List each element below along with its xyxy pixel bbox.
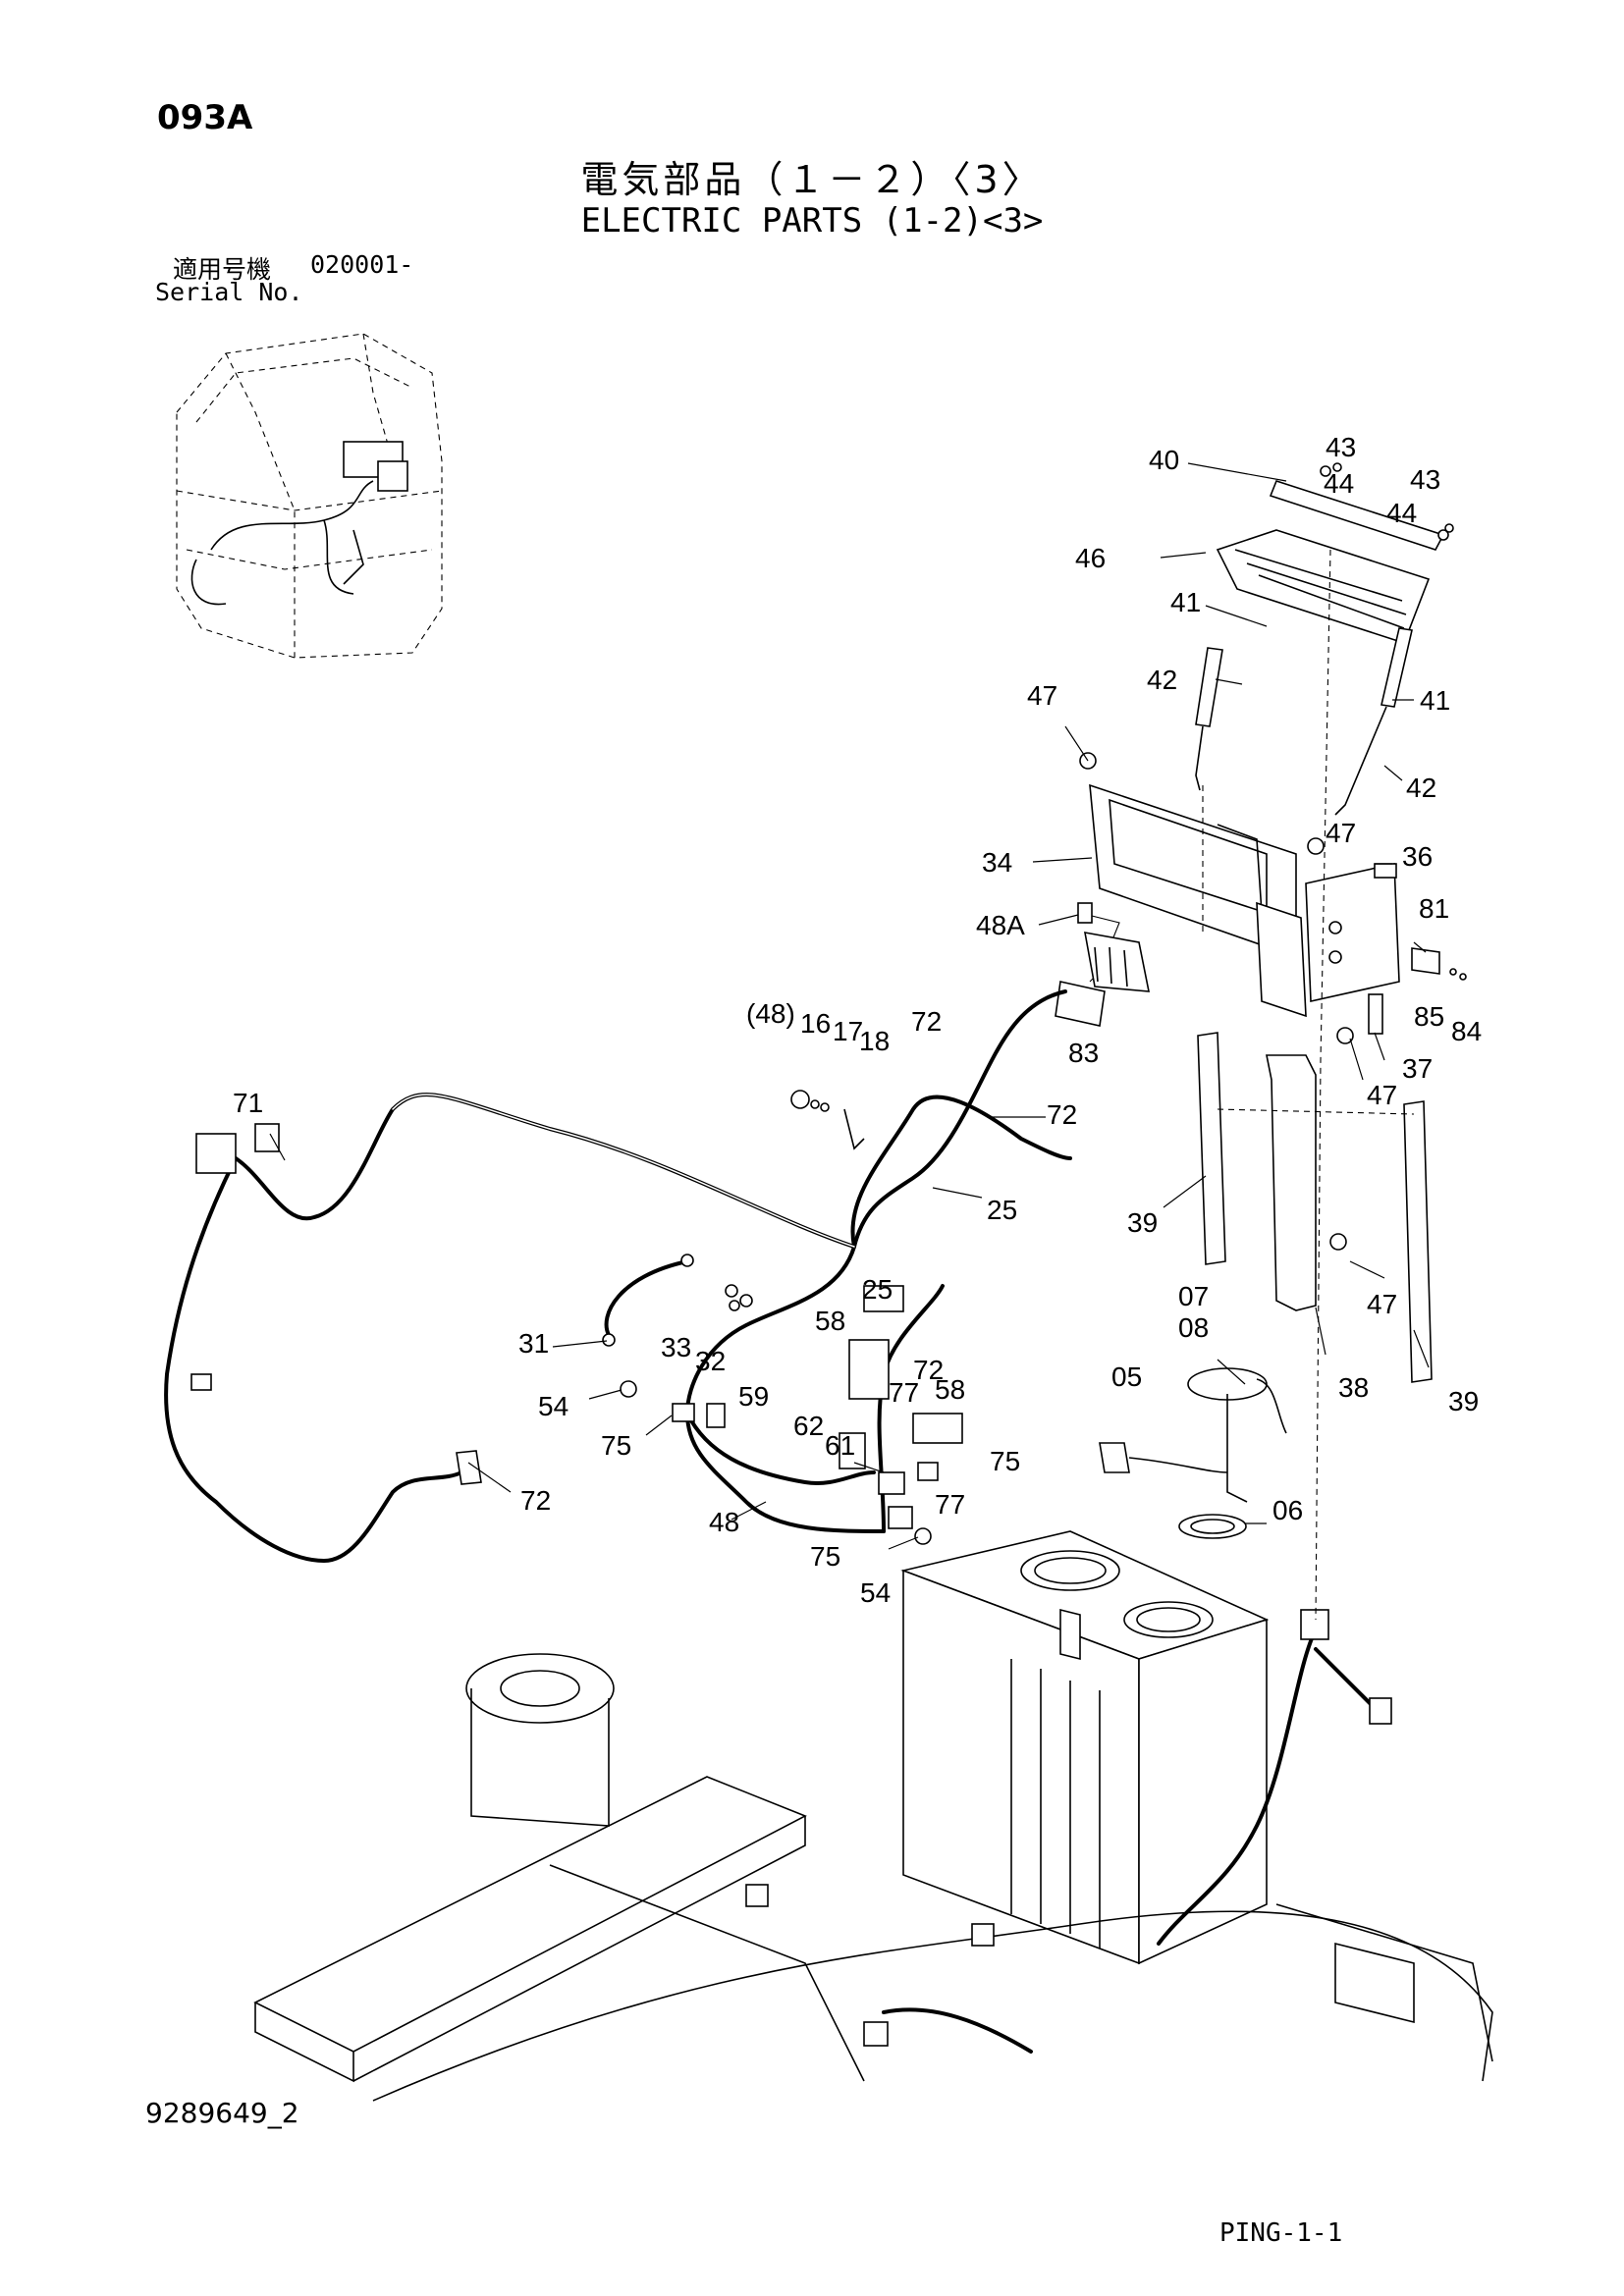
callout: 39 [1448,1386,1479,1416]
callout: 05 [1111,1362,1142,1392]
callout: 43 [1326,432,1356,462]
document-number: 9289649_2 [145,2097,299,2129]
callout: 75 [601,1430,631,1461]
callout: 72 [520,1485,551,1516]
callout: 44 [1324,468,1354,499]
callout: 16 [800,1008,831,1039]
ground-cable-hardware [602,1090,932,1545]
callout: 36 [1402,841,1433,872]
callout-labels: 40 43 44 43 44 46 41 42 41 42 47 47 36 3… [233,432,1482,1608]
callout: 44 [1386,498,1417,528]
callout: 46 [1075,543,1106,573]
callout: 83 [1068,1038,1099,1068]
callout: 77 [935,1489,965,1520]
callout: 43 [1410,464,1440,495]
upperstructure-frame [253,1609,1493,2102]
serial-label-english: Serial No. [155,278,303,306]
callout: 38 [1338,1372,1369,1403]
callout: 75 [810,1541,840,1572]
title-japanese: 電気部品（１－２）〈3〉 [580,158,1044,201]
callout: 25 [862,1274,893,1305]
callout: 06 [1272,1495,1303,1525]
fuel-level-sender [1099,1367,1287,1539]
callout: 41 [1420,685,1450,716]
callout: 37 [1402,1053,1433,1084]
serial-label-japanese: 適用号機 [173,255,272,284]
callout: 07 [1178,1281,1209,1311]
title-english: ELECTRIC PARTS (1-2)<3> [580,201,1044,240]
callout: 62 [793,1411,824,1441]
callout: 25 [987,1195,1017,1225]
callout: 47 [1367,1080,1397,1110]
callout: 08 [1178,1312,1209,1343]
fuse-box [1055,932,1150,1027]
callout: 84 [1451,1016,1482,1046]
battery-bracket [1077,752,1467,1044]
callout: 32 [695,1346,726,1376]
callout: 71 [233,1088,263,1118]
callout: 48 [709,1507,739,1537]
callout: 81 [1419,893,1449,924]
callout: 72 [1047,1099,1077,1130]
leader-lines [269,462,1430,1550]
callout: 54 [538,1391,568,1421]
stays [1197,1032,1433,1383]
callout: 72 [913,1355,944,1385]
callout: 75 [990,1446,1020,1476]
callout: 39 [1127,1207,1158,1238]
callout: 31 [518,1328,549,1359]
callout: 17 [833,1016,863,1046]
callout: 42 [1147,665,1177,695]
callout: 58 [935,1374,965,1405]
callout: (48) [746,998,795,1029]
callout: 85 [1414,1001,1444,1032]
wire-harness [164,989,1072,1564]
page-code: 093A [157,98,253,137]
callout: 18 [859,1026,890,1056]
callout: 42 [1406,773,1436,803]
callout: 54 [860,1577,891,1608]
battery-cover-assembly [1195,462,1454,816]
callout: 40 [1149,445,1179,475]
page-reference: PING-1-1 [1219,2218,1343,2248]
callout: 61 [825,1430,855,1461]
callout: 34 [982,847,1012,878]
callout: 58 [815,1306,845,1336]
fuel-tank [900,1530,1270,1965]
locator-thumbnail [176,333,443,659]
serial-value: 020001- [310,250,414,279]
callout: 77 [889,1377,919,1408]
callout: 47 [1027,680,1057,711]
callout: 72 [911,1006,942,1037]
callout: 48A [976,910,1025,940]
callout: 33 [661,1332,691,1362]
callout: 47 [1326,818,1356,848]
callout: 59 [738,1381,769,1412]
callout: 47 [1367,1289,1397,1319]
callout: 41 [1170,587,1201,617]
